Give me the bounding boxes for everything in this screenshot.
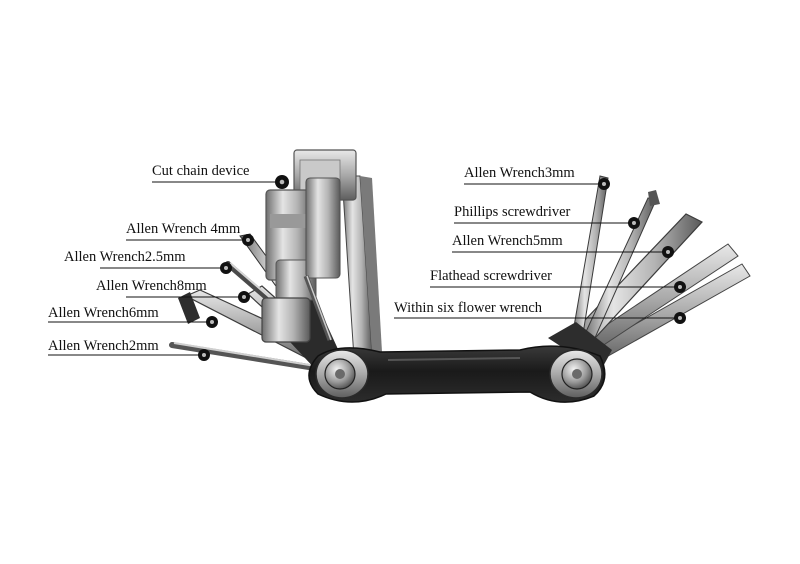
callout-leaders (48, 181, 680, 356)
marker-phillips (628, 217, 640, 229)
marker-cut-chain (275, 175, 289, 189)
label-allen-wrench-2-5mm: Allen Wrench2.5mm (64, 249, 186, 265)
chain-breaker-tool (261, 149, 357, 343)
marker-allen-2mm (198, 349, 210, 361)
marker-allen-5mm (662, 246, 674, 258)
label-cut-chain-device: Cut chain device (152, 163, 250, 179)
label-allen-wrench-4mm: Allen Wrench 4mm (126, 221, 241, 237)
marker-flathead (674, 281, 686, 293)
label-allen-wrench-3mm: Allen Wrench3mm (464, 165, 575, 181)
callout-markers (198, 175, 686, 361)
marker-allen-8mm (238, 291, 250, 303)
label-phillips-screwdriver: Phillips screwdriver (454, 204, 571, 220)
marker-allen-6mm (206, 316, 218, 328)
marker-allen-2-5mm (220, 262, 232, 274)
marker-six-flower (674, 312, 686, 324)
marker-allen-4mm (242, 234, 254, 246)
label-allen-wrench-6mm: Allen Wrench6mm (48, 305, 159, 321)
label-six-flower-wrench: Within six flower wrench (394, 300, 543, 316)
label-allen-wrench-8mm: Allen Wrench8mm (96, 278, 207, 294)
tool-body (308, 345, 606, 403)
label-allen-wrench-2mm: Allen Wrench2mm (48, 338, 159, 354)
left-tool-fan (169, 149, 382, 375)
marker-allen-3mm (598, 178, 610, 190)
label-allen-wrench-5mm: Allen Wrench5mm (452, 233, 563, 249)
label-flathead-screwdriver: Flathead screwdriver (430, 268, 552, 284)
right-tool-fan (548, 175, 751, 372)
